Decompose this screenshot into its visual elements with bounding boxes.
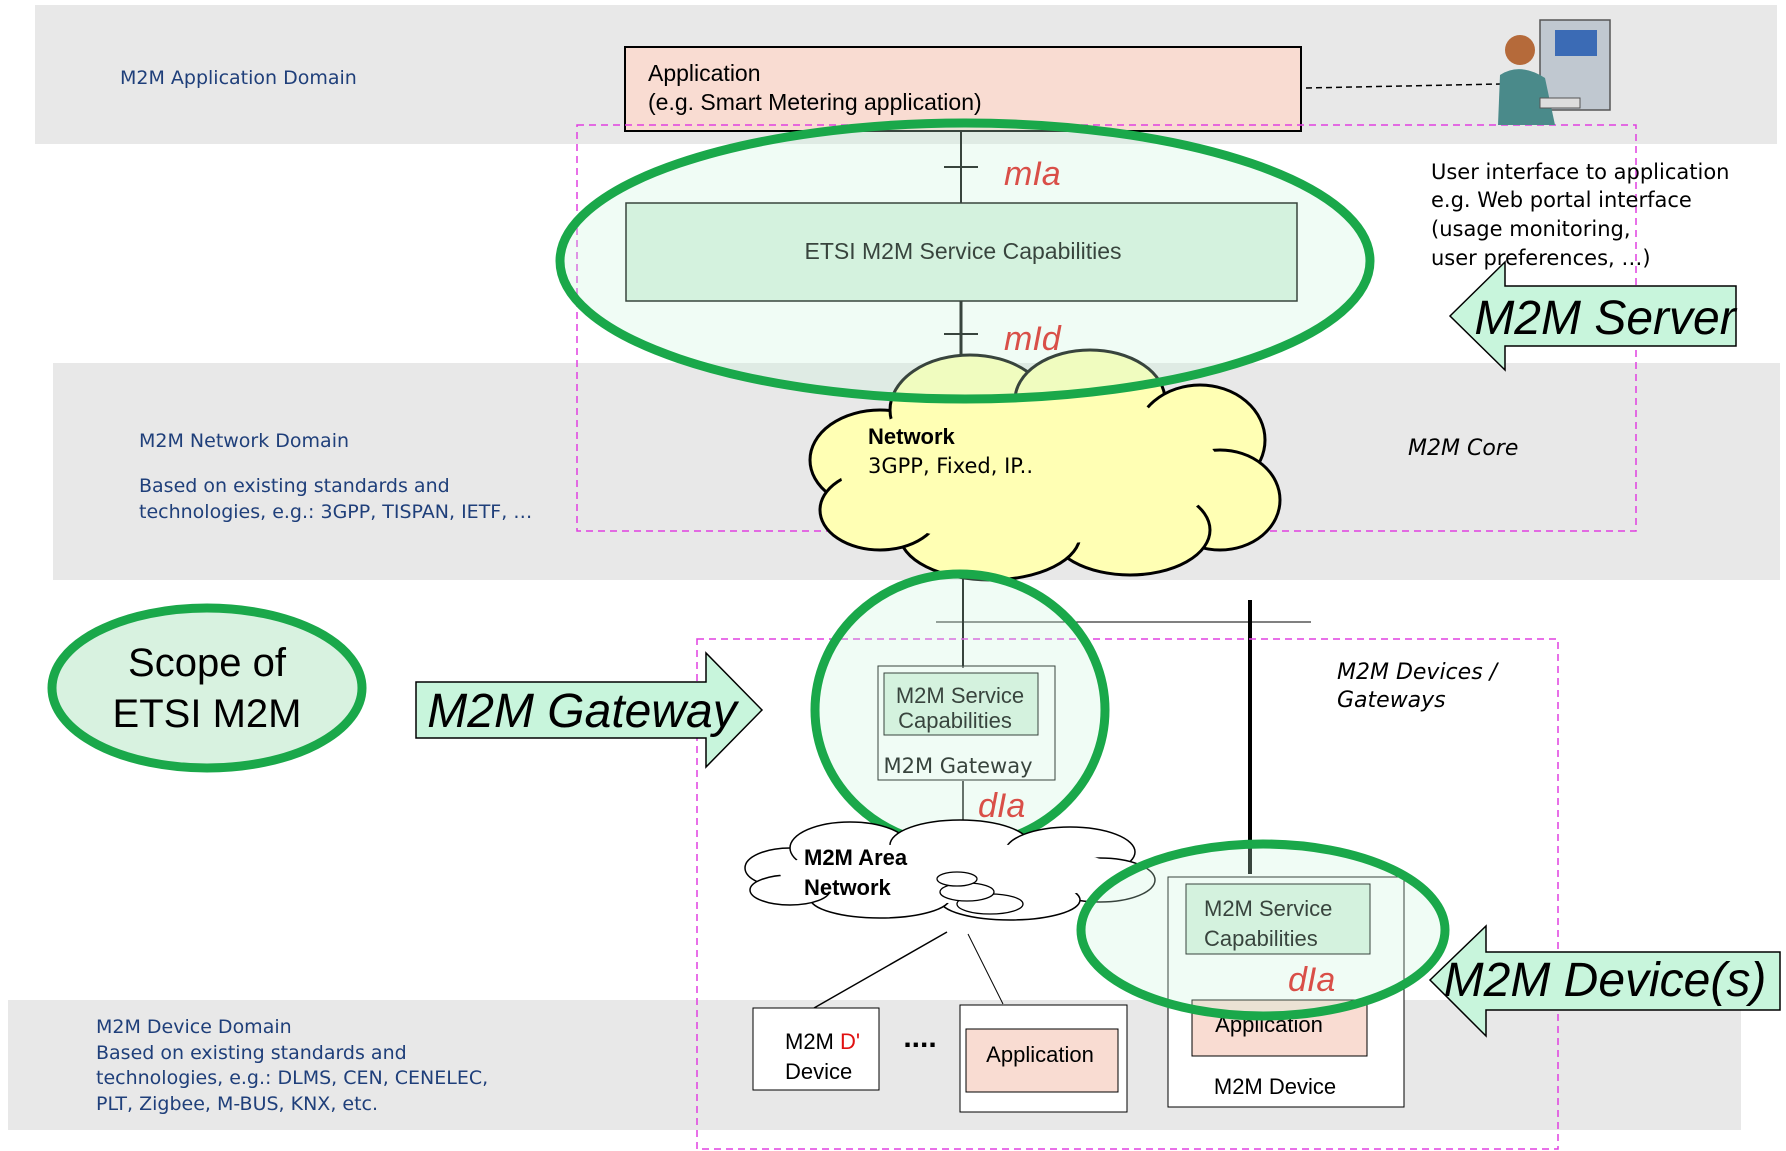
user-interface-note-line4: user preferences, …)	[1431, 246, 1651, 270]
device-sc-box	[1185, 883, 1371, 955]
device-domain-desc-line3: PLT, Zigbee, M-BUS, KNX, etc.	[96, 1093, 378, 1115]
area-to-application-line	[967, 933, 1004, 1005]
user-link-dashed	[1305, 83, 1501, 89]
network-cloud-subtitle: 3GPP, Fixed, IP..	[868, 454, 1033, 478]
user-interface-note-line3: (usage monitoring,	[1431, 217, 1631, 241]
device-label: M2M Device	[1214, 1074, 1336, 1099]
network-cloud-title: Network	[868, 424, 956, 449]
m2m-devices-arrow-label: M2M Device(s)	[1444, 954, 1767, 1007]
scope-label-line1: Scope of	[128, 641, 287, 685]
area-network-label-line1: M2M Area	[804, 845, 908, 870]
device-domain-desc-line2: technologies, e.g.: DLMS, CEN, CENELEC,	[96, 1067, 488, 1089]
scope-label-line2: ETSI M2M	[113, 692, 302, 736]
gateway-scope-ellipse	[810, 569, 1110, 851]
m2m-server-arrow	[1448, 260, 1737, 372]
m2m-d-device-label-line2: Device	[785, 1059, 852, 1084]
server-scope-ellipse	[555, 118, 1375, 404]
scope-ellipse	[47, 603, 367, 773]
m2m-gateway-arrow-label: M2M Gateway	[427, 685, 739, 738]
application-small-label: Application	[986, 1042, 1094, 1067]
gateway-sc-box	[883, 672, 1039, 736]
gateway-dia-label: dIa	[978, 787, 1025, 825]
m2m-d-device-label-line1: M2M D'	[785, 1029, 860, 1054]
gateway-sc-label-line2: Capabilities	[898, 708, 1012, 733]
user-computer-icon	[1498, 19, 1611, 125]
user-interface-note-line1: User interface to application	[1431, 160, 1729, 184]
network-cloud-inner	[840, 390, 1220, 545]
application-domain-label: M2M Application Domain	[120, 67, 357, 89]
m2m-gateway-arrow	[415, 651, 764, 769]
network-domain-desc-line2: technologies, e.g.: 3GPP, TISPAN, IETF, …	[139, 501, 532, 523]
mia-interface-label: mIa	[1004, 155, 1061, 193]
service-capabilities-label: ETSI M2M Service Capabilities	[805, 238, 1122, 264]
devices-gateways-label-line1: M2M Devices /	[1337, 660, 1500, 685]
device-sc-label-line2: Capabilities	[1204, 926, 1318, 951]
device-ellipsis: ....	[903, 1021, 936, 1054]
gateway-label: M2M Gateway	[883, 754, 1032, 778]
area-network-bubbles	[936, 871, 1024, 915]
m2m-d-device-box	[752, 1007, 880, 1091]
m2m-d-device-highlight: D'	[840, 1029, 860, 1054]
m2m-core-label: M2M Core	[1408, 436, 1518, 461]
m2m-d-device-prefix: M2M	[785, 1029, 840, 1054]
network-domain-label: M2M Network Domain	[139, 430, 349, 452]
device-sc-label-line1: M2M Service	[1204, 896, 1332, 921]
device-dia-label: dIa	[1288, 961, 1335, 999]
mid-interface-label: mId	[1004, 320, 1062, 358]
service-capabilities-box	[625, 202, 1298, 302]
area-to-d-device-line	[813, 931, 948, 1009]
m2m-devices-arrow	[1428, 924, 1781, 1038]
application-box	[624, 46, 1302, 132]
devices-gateways-boundary	[696, 638, 1559, 1150]
network-domain-desc-line1: Based on existing standards and	[139, 475, 450, 497]
devices-gateways-label-line2: Gateways	[1337, 688, 1446, 713]
m2m-server-arrow-label: M2M Server	[1474, 292, 1737, 345]
device-scope-ellipse	[1076, 839, 1450, 1021]
gateway-sc-label-line1: M2M Service	[896, 683, 1024, 708]
application-small-box	[965, 1028, 1119, 1093]
application-title: Application	[648, 60, 761, 86]
device-domain-desc-line1: Based on existing standards and	[96, 1042, 407, 1064]
application-subtitle: (e.g. Smart Metering application)	[648, 89, 982, 115]
area-network-label-line2: Network	[804, 875, 892, 900]
device-domain-label: M2M Device Domain	[96, 1016, 292, 1038]
user-interface-note-line2: e.g. Web portal interface	[1431, 188, 1692, 212]
